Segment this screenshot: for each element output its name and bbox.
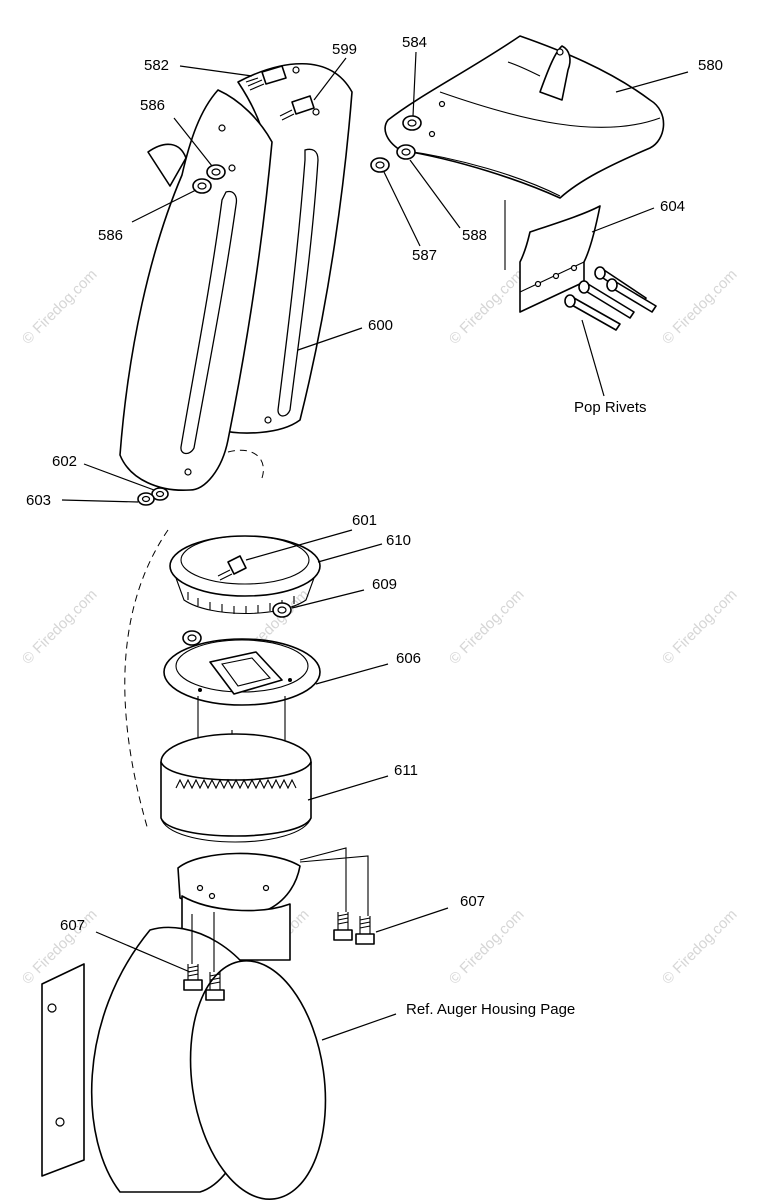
screw-guide-lines [191, 847, 369, 972]
note-ref-auger-housing: Ref. Auger Housing Page [406, 1001, 575, 1018]
alignment-line [124, 529, 169, 831]
callout-604: 604 [660, 198, 685, 215]
watermark-text: © Firedog.com [659, 266, 741, 348]
deflector-blade-604 [519, 205, 601, 313]
callout-601: 601 [352, 512, 377, 529]
callout-584: 584 [402, 34, 427, 51]
note-pop-rivets: Pop Rivets [574, 399, 647, 416]
washer-586-lower [192, 178, 212, 194]
callout-582: 582 [144, 57, 169, 74]
callout-611: 611 [394, 762, 418, 779]
watermark-text: © Firedog.com [19, 266, 101, 348]
leader-lines [61, 51, 689, 1041]
nut-587 [370, 157, 390, 173]
deflector-580 [384, 35, 665, 270]
chute-plate-front [119, 89, 273, 491]
callout-586-upper: 586 [140, 97, 165, 114]
watermark-text: © Firedog.com [659, 586, 741, 668]
gear-ring-611 [160, 733, 312, 843]
screw-607-right-b [355, 916, 375, 945]
screw-607-left-b [205, 972, 225, 1001]
callout-603: 603 [26, 492, 51, 509]
washer-586-upper [206, 164, 226, 180]
screw-607-right-a [333, 912, 353, 941]
callout-607-right: 607 [460, 893, 485, 910]
callout-607-left: 607 [60, 917, 85, 934]
plate-606 [163, 638, 321, 706]
watermark-text: © Firedog.com [446, 266, 528, 348]
watermark-text: © Firedog.com [19, 586, 101, 668]
callout-586-lower: 586 [98, 227, 123, 244]
callout-599: 599 [332, 41, 357, 58]
bolt-601 [217, 555, 247, 581]
auger-housing [41, 926, 327, 1200]
callout-580: 580 [698, 57, 723, 74]
watermark-text: © Firedog.com [446, 906, 528, 988]
watermark-text: © Firedog.com [446, 586, 528, 668]
bolt-582 [245, 65, 287, 91]
callout-606: 606 [396, 650, 421, 667]
callout-609: 609 [372, 576, 397, 593]
screw-607-left-a [183, 964, 203, 991]
nut-584 [402, 115, 422, 131]
callout-600: 600 [368, 317, 393, 334]
nut-609-left [182, 630, 202, 646]
watermarks: © Firedog.com © Firedog.com © Firedog.co… [19, 266, 741, 988]
watermark-text: © Firedog.com [659, 906, 741, 988]
washer-588 [396, 144, 416, 160]
callout-labels: 582 599 584 580 586 586 588 587 604 600 … [26, 34, 723, 1018]
callout-588: 588 [462, 227, 487, 244]
nuts-602-603 [137, 487, 169, 506]
callout-610: 610 [386, 532, 411, 549]
callout-602: 602 [52, 453, 77, 470]
callout-587: 587 [412, 247, 437, 264]
nut-609 [272, 602, 292, 618]
bolt-599 [279, 95, 315, 121]
pop-rivets [564, 266, 657, 331]
